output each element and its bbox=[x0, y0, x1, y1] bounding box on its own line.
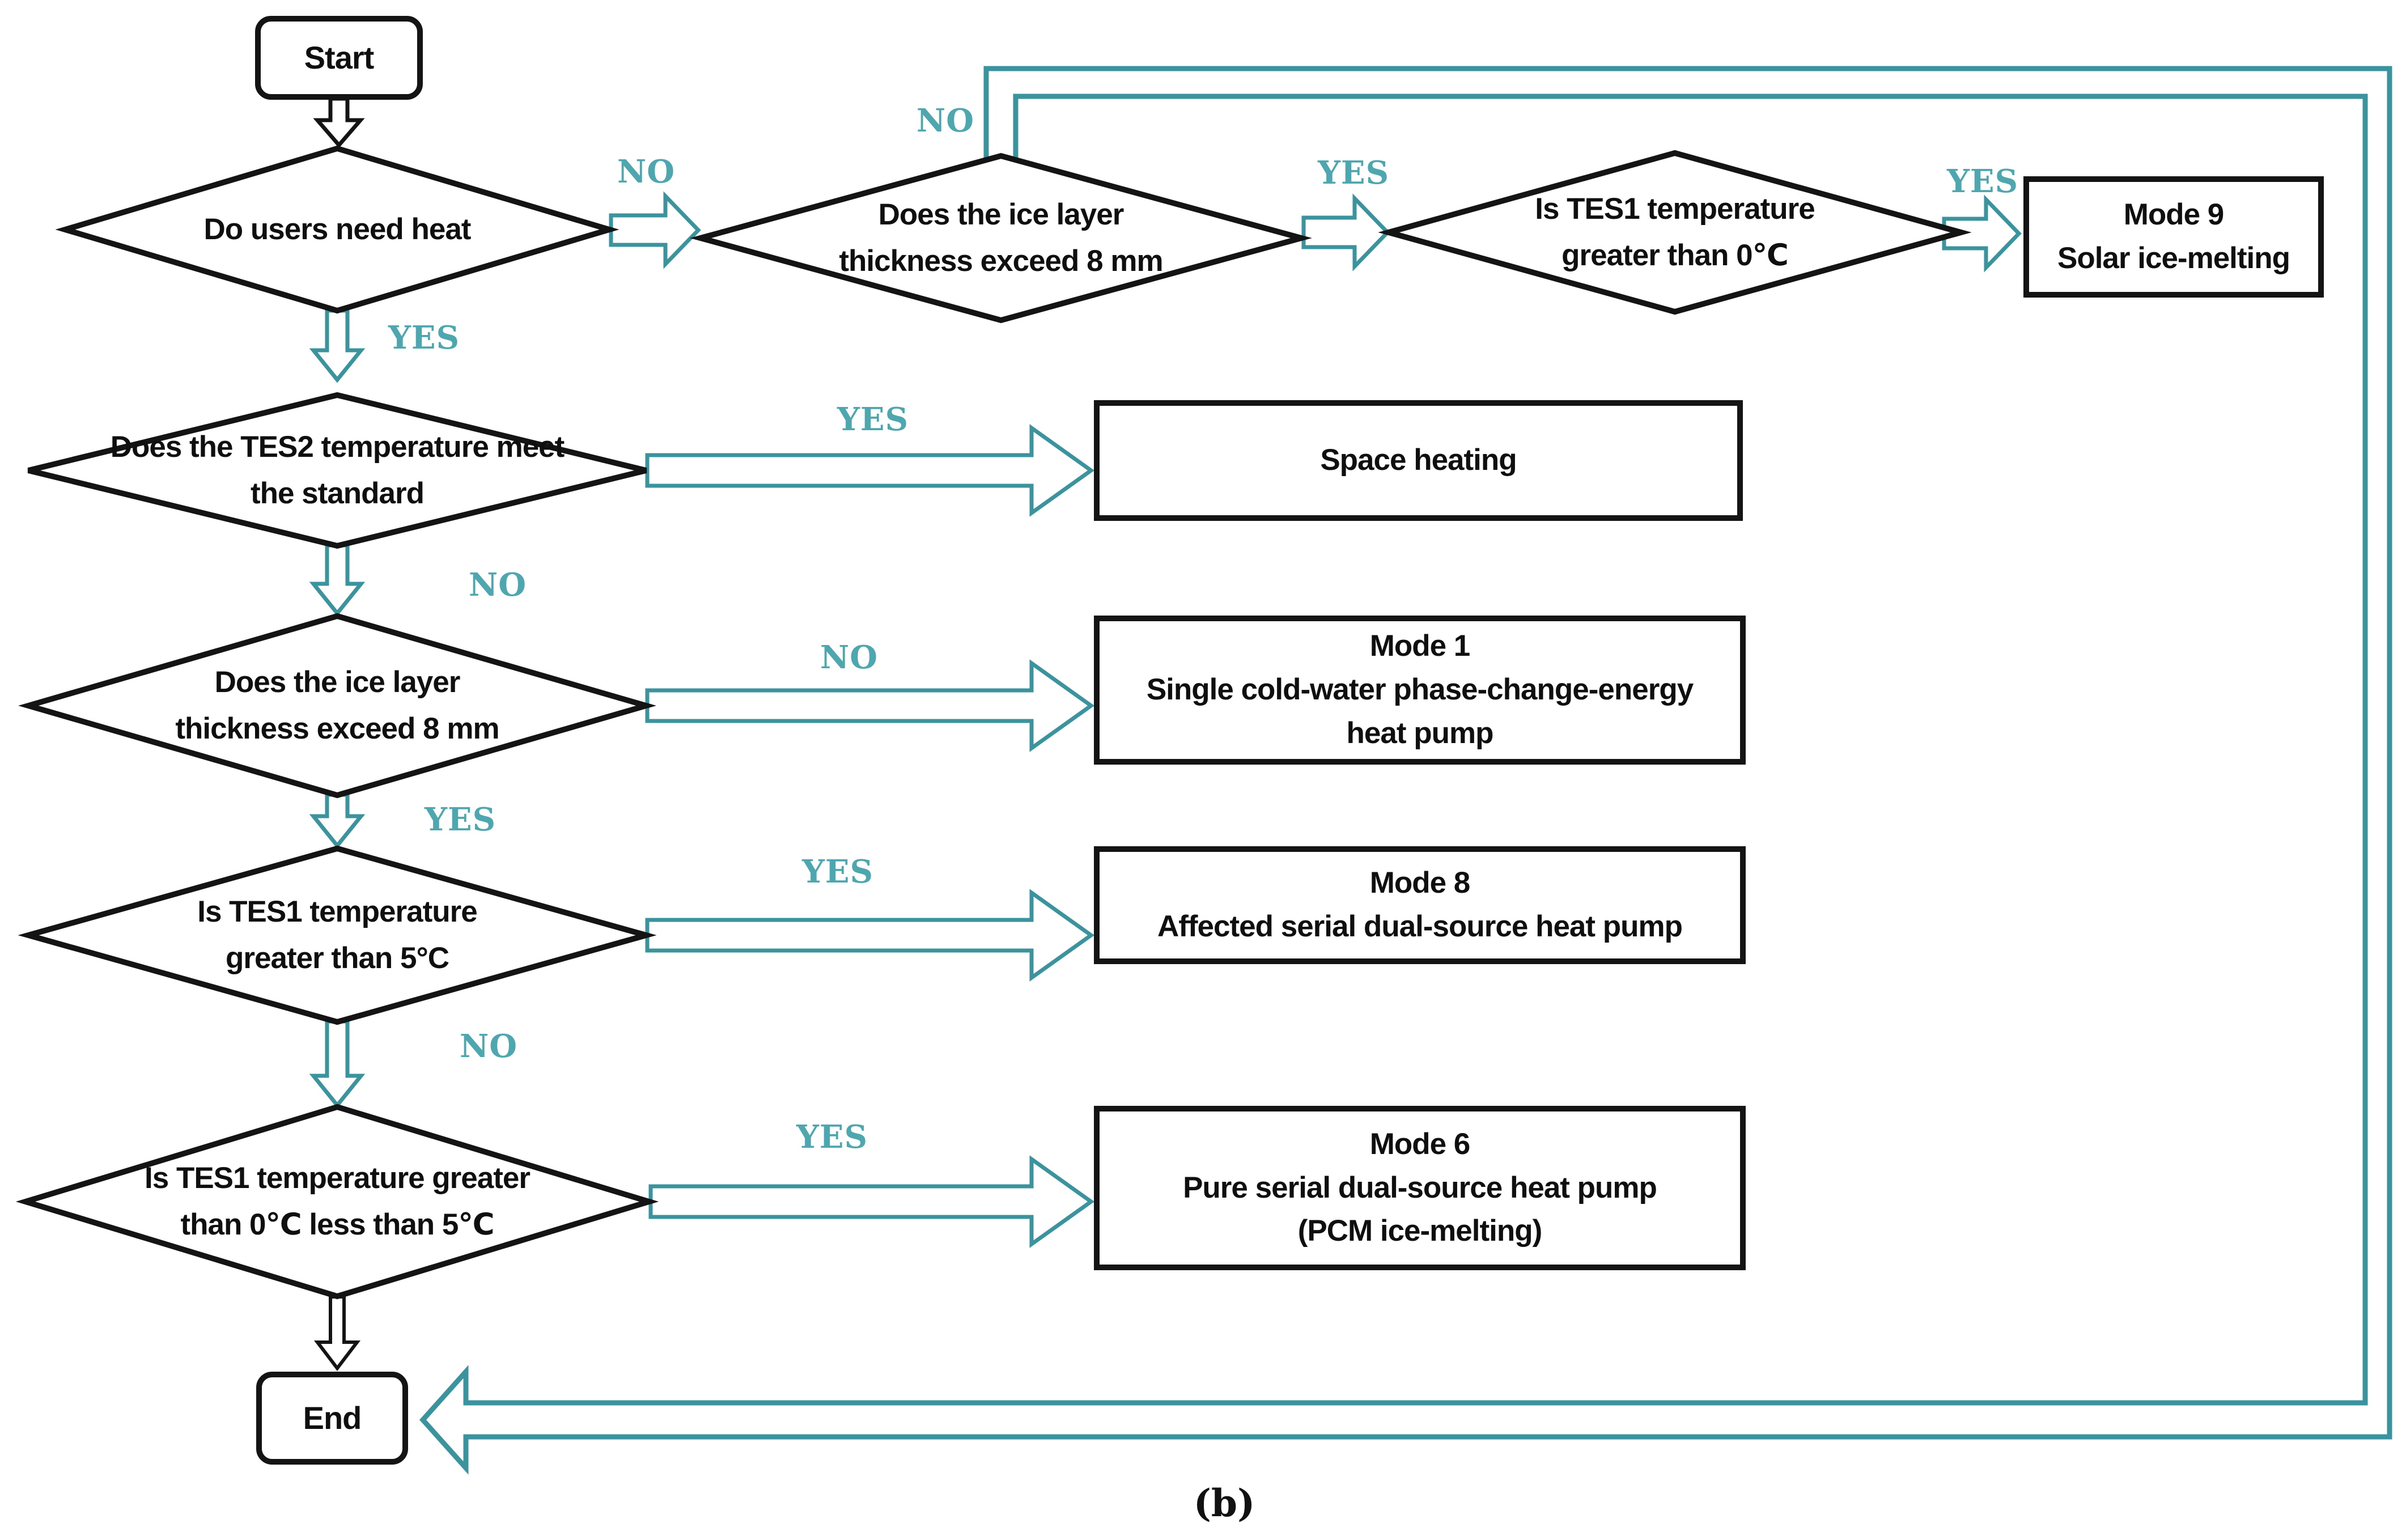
edge-label-yes-tes1-zero-top: YES bbox=[1946, 163, 2019, 200]
arrow-down-yes-need-heat bbox=[309, 308, 366, 383]
edge-label-yes-ice-top: YES bbox=[1317, 154, 1390, 192]
arrow-right-no-need-heat bbox=[609, 191, 701, 269]
edge-label-yes-tes1-between: YES bbox=[796, 1118, 868, 1156]
diamond-tes2 bbox=[27, 392, 647, 549]
figure-caption: (b) bbox=[1193, 1481, 1255, 1525]
end-node: End bbox=[256, 1372, 408, 1465]
start-node: Start bbox=[255, 16, 423, 100]
diamond-ice-top bbox=[690, 152, 1312, 324]
diamond-tes1-zero-top bbox=[1378, 150, 1972, 315]
feedback-loop-arrow bbox=[419, 66, 2392, 1475]
edge-label-no-tes2: NO bbox=[469, 566, 527, 604]
arrow-down-yes-ice-mid bbox=[309, 792, 366, 849]
edge-label-yes-need-heat: YES bbox=[388, 319, 460, 357]
arrow-down-no-tes2 bbox=[309, 543, 366, 617]
arrow-right-yes-tes1-five bbox=[645, 889, 1095, 982]
diamond-ice-mid bbox=[18, 613, 656, 799]
edge-label-no-need-heat: NO bbox=[617, 153, 675, 190]
process-mode6: Mode 6 Pure serial dual-source heat pump… bbox=[1094, 1106, 1746, 1270]
process-mode1: Mode 1 Single cold-water phase-change-en… bbox=[1094, 616, 1746, 765]
arrow-right-yes-tes1-between bbox=[648, 1155, 1095, 1248]
arrow-right-yes-tes1-zero bbox=[1942, 194, 2022, 273]
edge-label-yes-tes2: YES bbox=[837, 401, 909, 438]
arrow-down-start bbox=[313, 96, 365, 149]
arrow-right-yes-ice-top bbox=[1301, 193, 1390, 271]
diamond-tes1-five bbox=[18, 845, 657, 1025]
arrow-right-yes-tes2 bbox=[645, 424, 1095, 517]
process-space-heating: Space heating bbox=[1094, 400, 1743, 521]
edge-label-no-tes1-five: NO bbox=[460, 1028, 517, 1065]
process-mode9: Mode 9 Solar ice-melting bbox=[2023, 176, 2324, 298]
diamond-tes1-between bbox=[15, 1104, 659, 1300]
arrow-right-no-ice-mid bbox=[645, 659, 1095, 752]
edge-label-no-ice-mid: NO bbox=[820, 639, 878, 676]
process-mode8: Mode 8 Affected serial dual-source heat … bbox=[1094, 846, 1746, 964]
diamond-need-heat bbox=[55, 145, 619, 314]
arrow-down-no-tes1-five bbox=[309, 1019, 366, 1109]
edge-label-no-ice-top: NO bbox=[916, 102, 974, 139]
edge-label-yes-ice-mid: YES bbox=[424, 801, 497, 838]
arrow-down-end bbox=[313, 1295, 361, 1371]
edge-label-yes-tes1-five: YES bbox=[801, 853, 874, 890]
